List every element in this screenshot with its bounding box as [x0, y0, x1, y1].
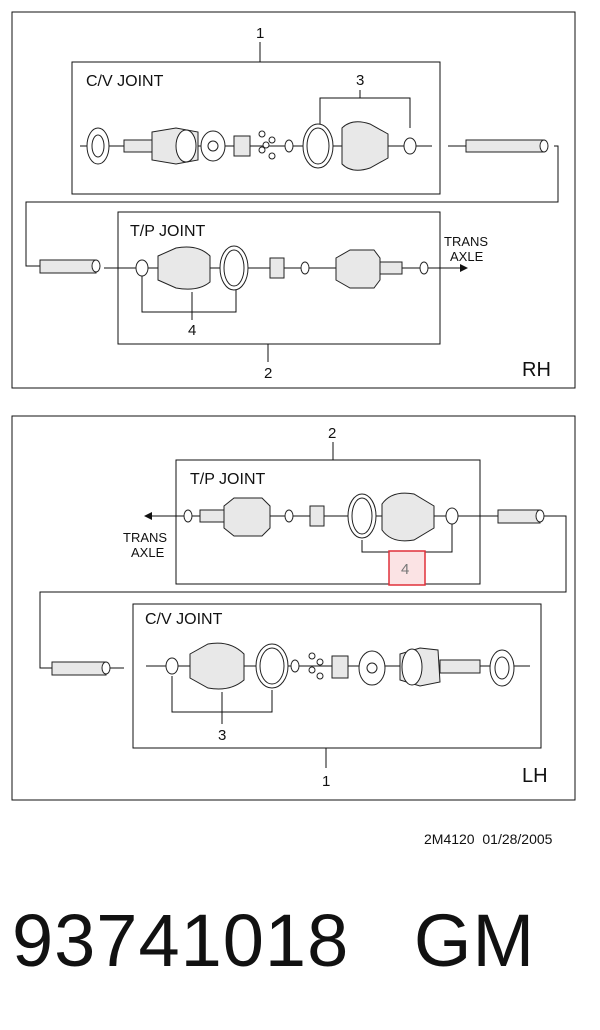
- lh-callout-3: 3: [218, 727, 226, 744]
- lh-panel-frame: [11, 415, 576, 801]
- lh-ball-icon: [308, 652, 316, 660]
- rh-side-label: RH: [522, 359, 551, 381]
- lh-tp-seal-icon: [183, 509, 193, 523]
- lh-tp-housing-icon: [223, 497, 271, 537]
- rh-callout-2: 2: [264, 365, 272, 382]
- lh-snap-ring-icon: [290, 659, 300, 673]
- rh-trans-axle-arrow-icon: [460, 264, 468, 272]
- lh-callout-2: 2: [328, 425, 336, 442]
- rh-panel: 1 C/V JOINT 3: [11, 11, 576, 389]
- rh-tp-joint-box: [117, 211, 441, 345]
- rh-tp-boot-icon: [157, 246, 211, 290]
- rh-callout-3: 3: [356, 72, 364, 89]
- rh-intermediate-shaft-icon: [39, 259, 97, 274]
- lh-cv-joint-label: C/V JOINT: [145, 611, 223, 628]
- lh-cv-boot-icon: [189, 642, 245, 690]
- lh-stub-shaft-icon: [439, 659, 481, 674]
- rh-cv-joint-label: C/V JOINT: [86, 73, 164, 90]
- lh-panel: 2 T/P JOINT TRANS AXLE 4: [11, 415, 576, 801]
- rh-tp-seal-icon: [419, 261, 429, 275]
- rh-callout-1: 1: [256, 25, 264, 42]
- lh-axle-label: AXLE: [131, 545, 165, 560]
- rh-boot-clamp-small-icon: [403, 137, 417, 155]
- lh-tp-boot-icon: [381, 492, 435, 542]
- part-number-heading: 93741018 GM: [12, 899, 536, 982]
- rh-bracket-3: [319, 97, 411, 128]
- lh-inner-race-icon: [331, 655, 349, 679]
- rh-tp-parts: [135, 245, 429, 291]
- rh-ball-icon: [258, 130, 266, 138]
- rh-routing-line: [25, 145, 559, 267]
- rh-tp-clamp-small-icon: [135, 259, 149, 277]
- rh-tripod-icon: [269, 257, 285, 279]
- lh-trans-axle-arrow-icon: [144, 512, 152, 520]
- lh-callout-1: 1: [322, 773, 330, 790]
- rh-inner-race-icon: [233, 135, 251, 157]
- rh-bracket-4: [141, 276, 237, 313]
- lh-intermediate-shaft-icon: [51, 661, 107, 676]
- lh-trans-label: TRANS: [123, 530, 167, 545]
- rh-cv-parts: [86, 121, 417, 171]
- lh-callout-4-highlight[interactable]: [388, 550, 426, 586]
- lh-boot-clamp-small-icon: [165, 657, 179, 675]
- rh-axle-label: AXLE: [450, 249, 484, 264]
- drawing-code: 2M4120 01/28/2005: [424, 831, 553, 847]
- lh-tp-clamp-small-icon: [445, 507, 459, 525]
- lh-callout-4: 4: [401, 561, 409, 578]
- lh-tp-snap-ring-icon: [284, 509, 294, 523]
- rh-cv-boot-icon: [341, 121, 389, 171]
- lh-tripod-icon: [309, 505, 325, 527]
- rh-halfshaft-icon: [465, 139, 545, 153]
- lh-halfshaft-icon: [497, 509, 541, 524]
- rh-trans-label: TRANS: [444, 234, 488, 249]
- lh-side-label: LH: [522, 765, 548, 787]
- rh-callout-4: 4: [188, 322, 196, 339]
- rh-cv-joint-box: [71, 61, 441, 195]
- lh-cv-parts: [165, 642, 515, 690]
- lh-tp-parts: [183, 492, 459, 542]
- lh-routing-line: [39, 515, 567, 669]
- rh-snap-ring-icon: [284, 139, 294, 153]
- rh-tp-snap-ring-icon: [300, 261, 310, 275]
- lh-tp-joint-label: T/P JOINT: [190, 471, 265, 488]
- lh-cv-joint-box: [132, 603, 542, 749]
- rh-tp-joint-label: T/P JOINT: [130, 223, 205, 240]
- rh-stub-shaft-icon: [123, 139, 155, 153]
- lh-tp-joint-box: [175, 459, 481, 585]
- rh-tp-housing-icon: [335, 249, 381, 289]
- rh-panel-frame: [11, 11, 576, 389]
- driveshaft-exploded-diagram: 1 C/V JOINT 3: [11, 11, 576, 801]
